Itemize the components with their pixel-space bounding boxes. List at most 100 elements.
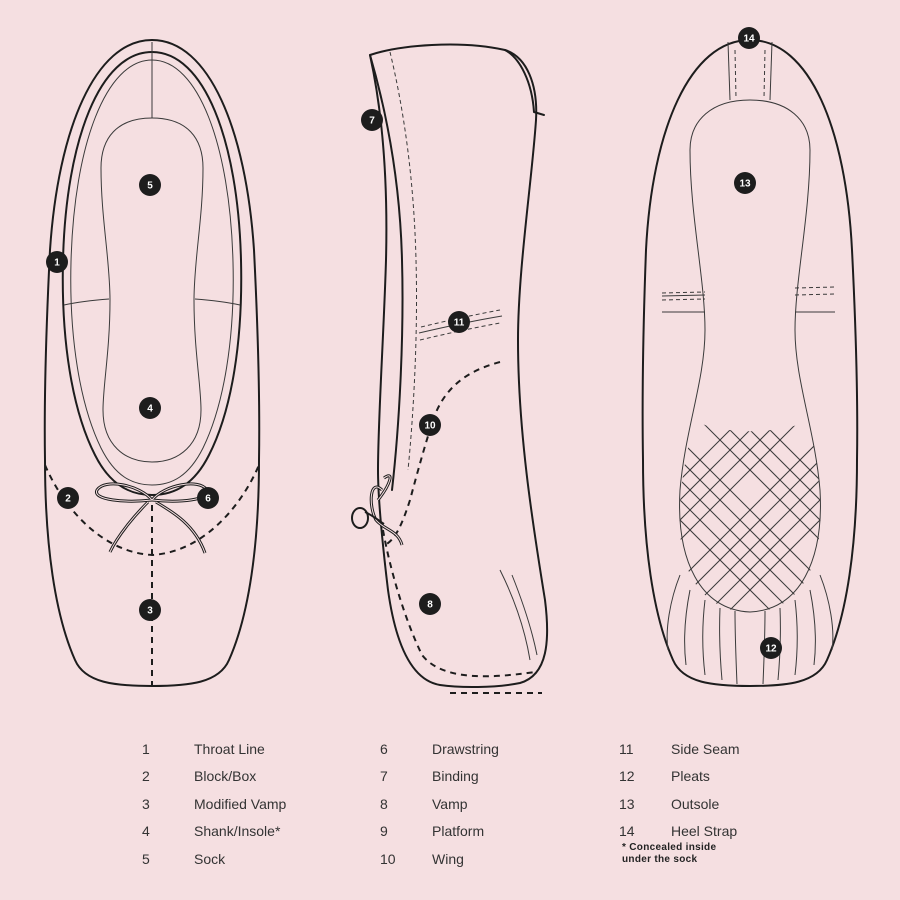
bottom-view-seam-right-2 bbox=[794, 293, 836, 296]
legend-label: Vamp bbox=[432, 795, 468, 812]
legend-number: 9 bbox=[380, 823, 388, 840]
marker-number: 2 bbox=[65, 494, 71, 505]
marker-number: 5 bbox=[147, 181, 153, 192]
marker-1: 1 bbox=[46, 251, 68, 273]
legend-label: Drawstring bbox=[432, 740, 499, 757]
bottom-view-crosshatch bbox=[679, 420, 821, 612]
diagram-svg: 1234567891011121314 bbox=[43, 27, 859, 694]
marker-number: 6 bbox=[205, 494, 211, 505]
legend-label: Platform bbox=[432, 823, 485, 840]
bottom-view-outsole bbox=[679, 99, 821, 613]
footnote-line-2: under the sock bbox=[622, 854, 698, 865]
marker-7: 7 bbox=[361, 109, 383, 131]
footnote-line-1: * Concealed inside bbox=[622, 842, 717, 853]
side-view-pleat-2 bbox=[511, 574, 538, 656]
bottom-view-seam-left-1 bbox=[661, 291, 706, 294]
marker-circle bbox=[734, 172, 756, 194]
legend-label: Pleats bbox=[671, 768, 710, 785]
side-view-collar bbox=[504, 49, 545, 116]
marker-6: 6 bbox=[197, 487, 219, 509]
legend-item: 8 Vamp bbox=[380, 790, 499, 818]
legend-label: Wing bbox=[432, 850, 464, 867]
legend-number: 14 bbox=[619, 823, 635, 840]
marker-number: 4 bbox=[147, 404, 153, 415]
legend-number: 5 bbox=[142, 850, 150, 867]
legend-label: Throat Line bbox=[194, 740, 265, 757]
marker-13: 13 bbox=[734, 172, 756, 194]
marker-circle bbox=[738, 27, 760, 49]
legend-label: Block/Box bbox=[194, 768, 257, 785]
marker-number: 12 bbox=[765, 644, 777, 655]
marker-number: 11 bbox=[454, 318, 465, 329]
legend-label: Side Seam bbox=[671, 740, 740, 757]
bottom-view-outer-outline bbox=[641, 39, 859, 687]
legend-item: 6 Drawstring bbox=[380, 735, 499, 763]
marker-12: 12 bbox=[760, 637, 782, 659]
legend-number: 6 bbox=[380, 740, 388, 757]
legend-number: 8 bbox=[380, 795, 388, 812]
bottom-view-heel-strap-left bbox=[727, 41, 731, 101]
legend-item: 10 Wing bbox=[380, 845, 499, 873]
side-view-shoe bbox=[351, 43, 549, 694]
marker-number: 14 bbox=[743, 34, 755, 45]
side-view-wing-dashed bbox=[384, 361, 501, 546]
side-view-binding-stitch bbox=[389, 51, 418, 471]
legend-label: Sock bbox=[194, 850, 226, 867]
legend-column-2: 6 Drawstring 7 Binding 8 Vamp 9 Platform 10 W… bbox=[380, 735, 499, 873]
bottom-view-heel-strap-stitch-left bbox=[734, 49, 737, 99]
top-view-shoe bbox=[43, 39, 261, 687]
marker-number: 13 bbox=[739, 179, 751, 190]
legend-item: 1 Throat Line bbox=[142, 735, 286, 763]
bottom-view-pleats bbox=[666, 574, 834, 685]
marker-circle bbox=[46, 251, 68, 273]
top-view-shank-line-right bbox=[194, 298, 241, 306]
legend-number: 12 bbox=[619, 768, 635, 785]
marker-10: 10 bbox=[419, 414, 441, 436]
legend-item: 7 Binding bbox=[380, 763, 499, 791]
legend-number: 13 bbox=[619, 795, 635, 812]
side-view-pleat-1 bbox=[499, 569, 531, 661]
marker-number: 7 bbox=[369, 116, 375, 127]
marker-circle bbox=[419, 593, 441, 615]
side-view-outer-outline bbox=[369, 43, 549, 689]
pointe-shoe-diagram: 1234567891011121314 bbox=[43, 27, 859, 694]
legend-number: 3 bbox=[142, 795, 150, 812]
marker-circle bbox=[760, 637, 782, 659]
legend-number: 7 bbox=[380, 768, 388, 785]
marker-circle bbox=[139, 174, 161, 196]
marker-3: 3 bbox=[139, 599, 161, 621]
marker-number: 10 bbox=[424, 421, 436, 432]
legend-item: 3 Modified Vamp bbox=[142, 790, 286, 818]
legend-label: Modified Vamp bbox=[194, 795, 287, 812]
marker-circle bbox=[139, 599, 161, 621]
footnote: * Concealed inside under the sock bbox=[622, 842, 716, 866]
marker-circle bbox=[57, 487, 79, 509]
legend-label: Binding bbox=[432, 768, 479, 785]
marker-4: 4 bbox=[139, 397, 161, 419]
legend-label: Shank/Insole* bbox=[194, 823, 281, 840]
marker-14: 14 bbox=[738, 27, 760, 49]
marker-number: 8 bbox=[427, 600, 433, 611]
marker-circle bbox=[139, 397, 161, 419]
top-view-shank-line-left bbox=[63, 298, 110, 306]
marker-circle bbox=[361, 109, 383, 131]
marker-circle bbox=[448, 311, 470, 333]
legend-number: 10 bbox=[380, 850, 396, 867]
marker-11: 11 bbox=[448, 311, 470, 333]
bottom-view-shoe bbox=[641, 39, 859, 687]
legend-item: 4 Shank/Insole* bbox=[142, 818, 286, 846]
side-view-binding-line bbox=[369, 54, 404, 491]
marker-circle bbox=[419, 414, 441, 436]
marker-5: 5 bbox=[139, 174, 161, 196]
side-view-drawstring bbox=[351, 474, 404, 546]
legend-number: 4 bbox=[142, 823, 150, 840]
legend-item: 5 Sock bbox=[142, 845, 286, 873]
top-view-inner-opening bbox=[61, 51, 243, 496]
legend-number: 1 bbox=[142, 740, 150, 757]
